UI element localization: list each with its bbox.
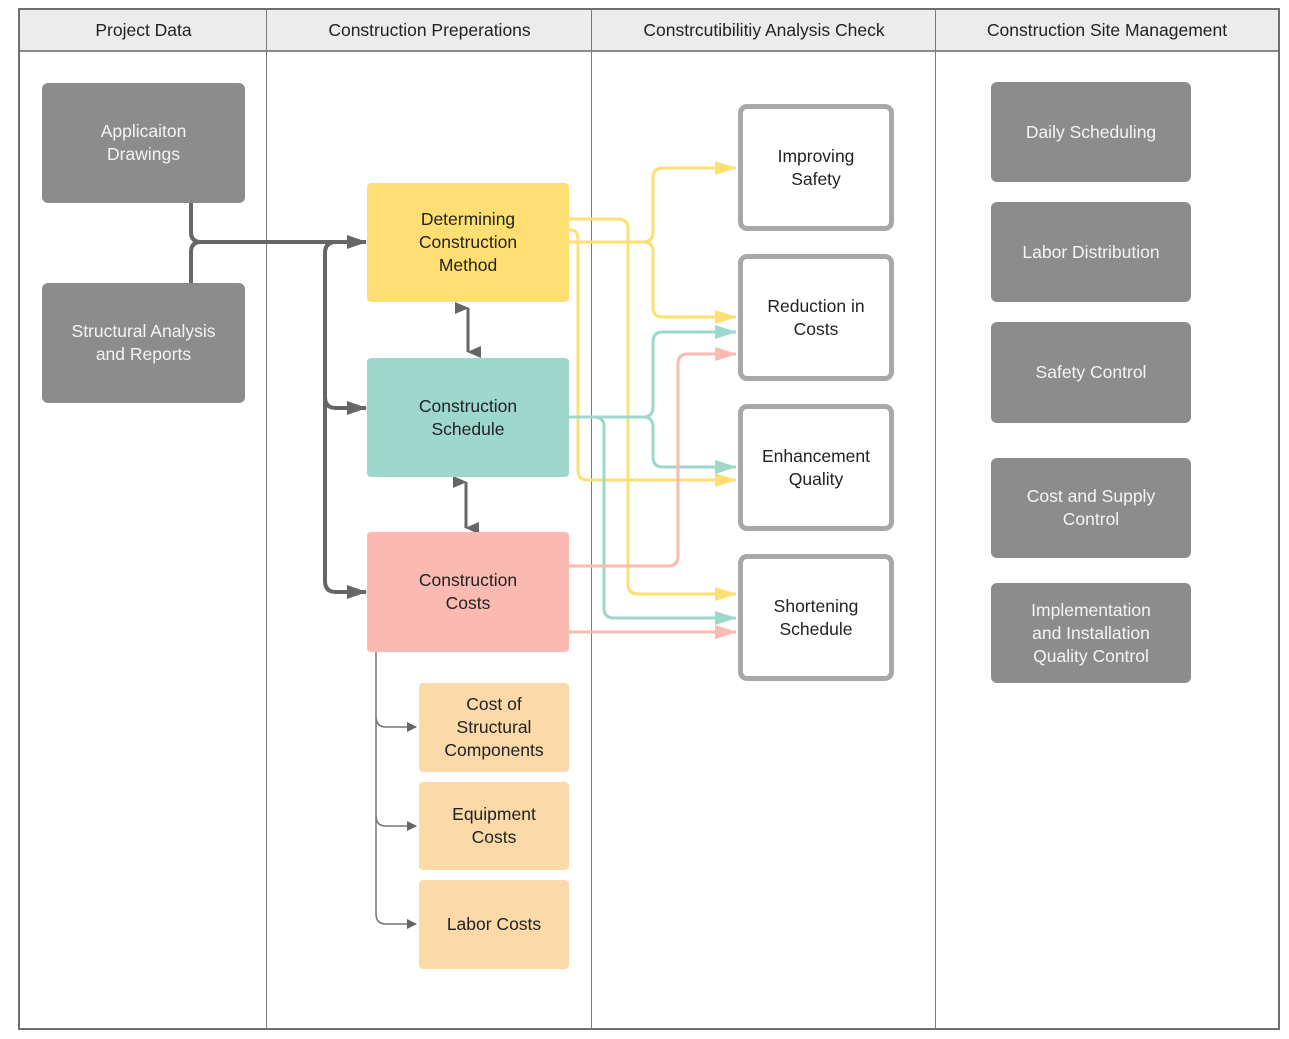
cost-breakdown-connector <box>375 652 417 929</box>
lane-header-construction-preparations: Construction Preperations <box>267 10 592 52</box>
lane-header-constructibility-analysis: Constrcutibilitiy Analysis Check <box>592 10 936 52</box>
cost-supply-control-node: Cost and Supply Control <box>991 458 1191 558</box>
implementation-quality-control-node: Implementation and Installation Quality … <box>991 583 1191 683</box>
lane-divider <box>266 10 267 1029</box>
application-drawings-node: Applicaiton Drawings <box>42 83 245 203</box>
lane-header-project-data: Project Data <box>20 10 267 52</box>
labor-distribution-node: Labor Distribution <box>991 202 1191 302</box>
construction-schedule-node: Construction Schedule <box>367 358 569 477</box>
reduction-in-costs-node: Reduction in Costs <box>738 254 894 381</box>
project-data-connector <box>189 202 367 599</box>
schedule-analysis-links <box>569 325 737 625</box>
costs-analysis-links <box>569 347 737 639</box>
labor-costs-node: Labor Costs <box>419 880 569 969</box>
diagram-frame <box>18 8 1280 1030</box>
shortening-schedule-node: Shortening Schedule <box>738 554 894 681</box>
daily-scheduling-node: Daily Scheduling <box>991 82 1191 182</box>
safety-control-node: Safety Control <box>991 322 1191 423</box>
lane-divider <box>591 10 592 1029</box>
enhancement-quality-node: Enhancement Quality <box>738 404 894 531</box>
lane-header-site-management: Construction Site Management <box>936 10 1278 52</box>
construction-method-node: Determining Construction Method <box>367 183 569 302</box>
structural-components-cost-node: Cost of Structural Components <box>419 683 569 772</box>
method-analysis-links <box>569 161 737 601</box>
equipment-costs-node: Equipment Costs <box>419 782 569 870</box>
construction-costs-node: Construction Costs <box>367 532 569 652</box>
improving-safety-node: Improving Safety <box>738 104 894 231</box>
lane-divider <box>935 10 936 1029</box>
structural-analysis-node: Structural Analysis and Reports <box>42 283 245 403</box>
